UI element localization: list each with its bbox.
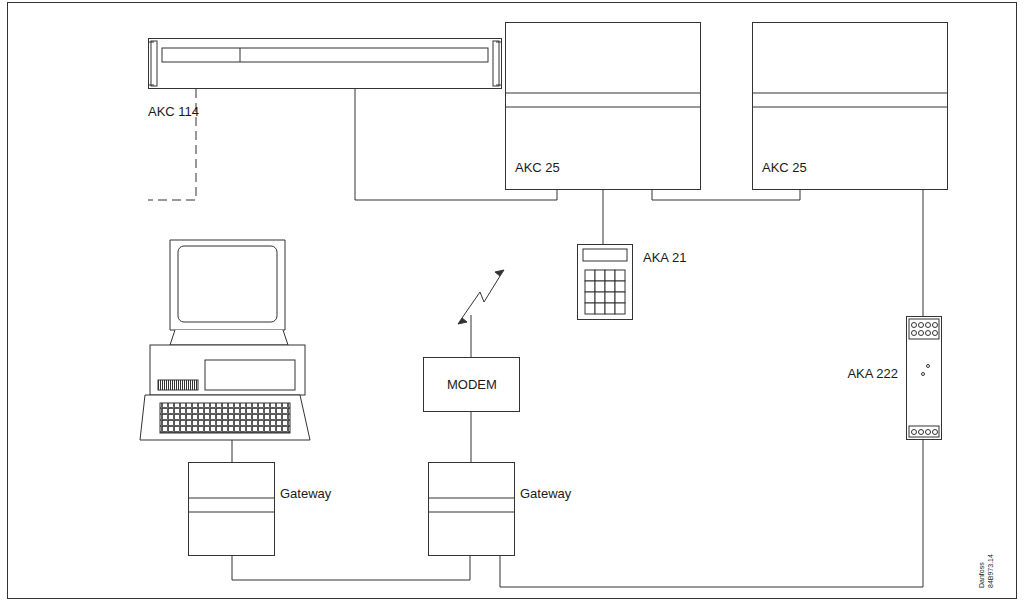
keypad-display: AKA 21 [577, 244, 633, 320]
gateway-case: Gateway [428, 462, 515, 556]
bus-wire [471, 412, 472, 462]
controller-case: AKC 25 [752, 22, 948, 190]
controller-case: AKC 25 [505, 22, 701, 190]
drawing-code: Danfoss [978, 562, 986, 588]
device-label: AKA 222 [847, 366, 898, 381]
device-label: AKC 25 [515, 160, 560, 175]
bus-wire [500, 440, 923, 587]
device-label: AKC 25 [762, 160, 807, 175]
bus-wire [923, 190, 924, 316]
din-module: AKA 222 [906, 316, 942, 440]
frame [8, 3, 1017, 599]
controller-rack: AKC 114 [148, 38, 502, 89]
keypad-display-outline [577, 244, 633, 320]
computer-illustration [140, 240, 310, 440]
pc-wire [232, 440, 233, 462]
drawing-code: 84B973.14 [987, 554, 995, 588]
radio-link-symbol [458, 270, 504, 324]
device-label: Gateway [280, 486, 331, 501]
gateway-case: Gateway [188, 462, 275, 556]
gateway-case-outline [428, 462, 515, 556]
bus-wire [603, 190, 604, 244]
controller-rack-outline [148, 38, 502, 89]
device-label: AKA 21 [643, 250, 686, 265]
modem-box: MODEM [423, 357, 520, 412]
device-label: MODEM [447, 377, 497, 392]
device-label: AKC 114 [148, 104, 199, 119]
device-label: Gateway [520, 486, 571, 501]
antenna-wire [471, 315, 472, 357]
din-module-outline [906, 316, 942, 440]
bus-wire [652, 190, 800, 200]
bus-wire [232, 556, 470, 580]
gateway-case-outline [188, 462, 275, 556]
